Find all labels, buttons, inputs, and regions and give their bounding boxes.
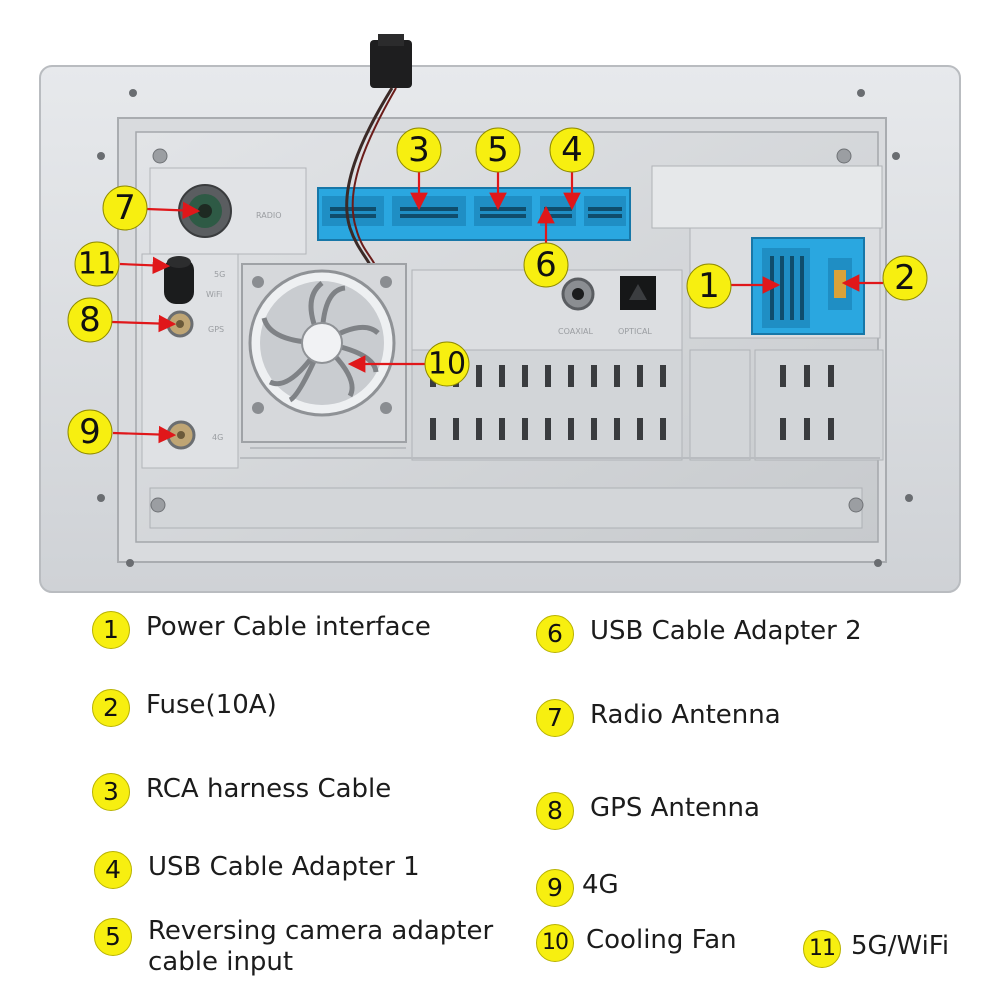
power-connector-block — [651, 165, 883, 339]
legend-badge-6: 6 — [536, 615, 574, 653]
svg-text:6: 6 — [535, 245, 557, 285]
legend-label-3: RCA harness Cable — [146, 774, 392, 804]
callout-7: 7 — [102, 185, 148, 231]
frame-screws — [150, 148, 864, 513]
wifi-top-silk-label: 5G — [214, 270, 225, 279]
legend-label-4: USB Cable Adapter 1 — [148, 852, 420, 882]
legend-badge-10: 10 — [536, 924, 574, 962]
svg-text:4: 4 — [561, 130, 583, 170]
legend-item-2: 2 Fuse(10A) — [92, 689, 277, 727]
callout-11: 11 — [74, 241, 120, 287]
legend-item-10: 10 Cooling Fan — [536, 924, 737, 962]
legend-item-8: 8 GPS Antenna — [536, 792, 760, 830]
svg-text:9: 9 — [79, 412, 101, 452]
legend-item-5: 5 Reversing camera adapter cable input — [94, 916, 518, 978]
callout-2: 2 — [882, 255, 928, 301]
svg-text:3: 3 — [408, 130, 430, 170]
svg-text:8: 8 — [79, 300, 101, 340]
legend-badge-2: 2 — [92, 689, 130, 727]
legend-badge-9: 9 — [536, 869, 574, 907]
legend-item-11: 11 5G/WiFi — [803, 930, 949, 968]
legend-badge-1: 1 — [92, 611, 130, 649]
legend-item-3: 3 RCA harness Cable — [92, 773, 391, 811]
callout-3: 3 — [396, 127, 442, 173]
wifi-antenna — [164, 256, 194, 304]
legend-badge-11: 11 — [803, 930, 841, 968]
head-unit-rear-panel-diagram: RADIO 5G WiFi GPS 4G — [39, 34, 961, 593]
callout-6: 6 — [523, 242, 569, 288]
legend-badge-4: 4 — [94, 851, 132, 889]
legend-badge-5: 5 — [94, 918, 132, 956]
svg-text:11: 11 — [78, 247, 116, 282]
legend-badge-8: 8 — [536, 792, 574, 830]
top-cable-plug — [345, 34, 412, 273]
coaxial-port — [561, 277, 595, 311]
bottom-rail — [149, 487, 863, 529]
legend-item-6: 6 USB Cable Adapter 2 — [536, 615, 862, 653]
legend-label-8: GPS Antenna — [590, 793, 760, 823]
callout-5: 5 — [475, 127, 521, 173]
legend-label-11: 5G/WiFi — [851, 931, 950, 961]
legend-label-1: Power Cable interface — [146, 612, 431, 642]
plate-screws — [97, 89, 913, 567]
radio-silk-label: RADIO — [256, 211, 282, 220]
legend-label-6: USB Cable Adapter 2 — [590, 616, 862, 646]
coaxial-silk-label: COAXIAL — [558, 327, 594, 336]
gps-silk-label: GPS — [208, 325, 224, 334]
heatsink-fins — [240, 269, 884, 461]
legend-badge-7: 7 — [536, 699, 574, 737]
legend-item-4: 4 USB Cable Adapter 1 — [94, 851, 420, 889]
callout-1: 1 — [686, 263, 732, 309]
svg-text:10: 10 — [428, 347, 466, 382]
legend-label-7: Radio Antenna — [590, 700, 781, 730]
wifi-bottom-silk-label: WiFi — [206, 290, 222, 299]
optical-port — [620, 276, 656, 310]
legend: 1 Power Cable interface 2 Fuse(10A) 3 RC… — [0, 600, 1000, 1000]
legend-label-5: Reversing camera adapter cable input — [148, 916, 494, 977]
legend-item-1: 1 Power Cable interface — [92, 611, 431, 649]
legend-label-2: Fuse(10A) — [146, 690, 277, 720]
legend-badge-3: 3 — [92, 773, 130, 811]
cooling-fan — [241, 263, 407, 443]
callout-8: 8 — [67, 297, 113, 343]
callout-10: 10 — [424, 341, 470, 387]
legend-item-7: 7 Radio Antenna — [536, 699, 781, 737]
callout-pointers — [111, 172, 883, 444]
svg-text:5: 5 — [487, 130, 509, 170]
callout-4: 4 — [549, 127, 595, 173]
legend-label-9: 4G — [582, 870, 619, 900]
legend-label-10: Cooling Fan — [586, 925, 737, 955]
svg-text:7: 7 — [114, 188, 136, 228]
callout-9: 9 — [67, 409, 113, 455]
svg-text:1: 1 — [698, 266, 720, 306]
optical-silk-label: OPTICAL — [618, 327, 652, 336]
blue-connector-strip — [317, 187, 631, 241]
svg-text:2: 2 — [894, 258, 916, 298]
lte-silk-label: 4G — [212, 433, 223, 442]
legend-item-9: 9 4G — [536, 869, 619, 907]
